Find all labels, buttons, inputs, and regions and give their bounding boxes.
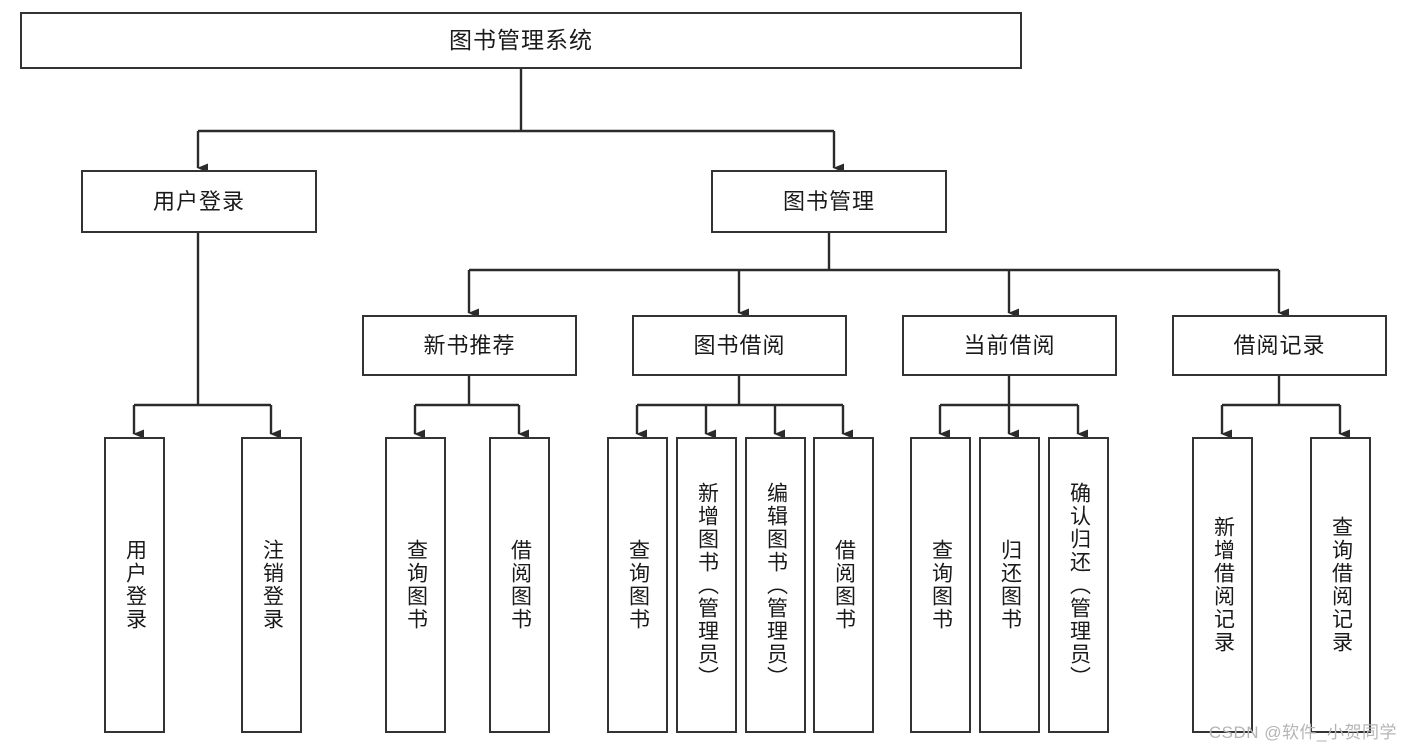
- node-current-borrow[interactable]: 当前借阅: [902, 315, 1117, 376]
- node-label: 用户登录: [152, 188, 245, 214]
- node-label: 编辑图书（管理员）: [764, 481, 788, 689]
- node-label: 借阅图书: [832, 539, 856, 631]
- node-leaf-query-record[interactable]: 查询借阅记录: [1310, 437, 1371, 733]
- node-leaf-query-book-3[interactable]: 查询图书: [910, 437, 971, 733]
- node-label: 注销登录: [260, 539, 284, 631]
- node-label: 新增借阅记录: [1211, 516, 1235, 654]
- node-book-manage[interactable]: 图书管理: [711, 170, 947, 233]
- node-label: 确认归还（管理员）: [1067, 481, 1091, 689]
- node-new-book-recommend[interactable]: 新书推荐: [362, 315, 577, 376]
- node-label: 图书管理系统: [449, 27, 593, 53]
- node-root-system[interactable]: 图书管理系统: [20, 12, 1022, 69]
- node-label: 查询借阅记录: [1329, 516, 1353, 654]
- node-label: 图书借阅: [693, 332, 786, 358]
- node-label: 用户登录: [123, 539, 147, 631]
- node-leaf-query-book-1[interactable]: 查询图书: [385, 437, 446, 733]
- node-leaf-user-login[interactable]: 用户登录: [104, 437, 165, 733]
- node-label: 当前借阅: [963, 332, 1056, 358]
- node-leaf-borrow-book-1[interactable]: 借阅图书: [489, 437, 550, 733]
- node-borrow-record[interactable]: 借阅记录: [1172, 315, 1387, 376]
- node-label: 新增图书（管理员）: [695, 481, 719, 689]
- node-label: 借阅记录: [1233, 332, 1326, 358]
- node-leaf-return-book[interactable]: 归还图书: [979, 437, 1040, 733]
- csdn-watermark: CSDN @软件_小贺同学: [1208, 723, 1397, 742]
- node-label: 新书推荐: [423, 332, 516, 358]
- node-label: 借阅图书: [508, 539, 532, 631]
- node-leaf-add-book[interactable]: 新增图书（管理员）: [676, 437, 737, 733]
- node-leaf-borrow-book-2[interactable]: 借阅图书: [813, 437, 874, 733]
- node-label: 归还图书: [998, 539, 1022, 631]
- node-label: 查询图书: [929, 539, 953, 631]
- node-book-borrow[interactable]: 图书借阅: [632, 315, 847, 376]
- node-leaf-query-book-2[interactable]: 查询图书: [607, 437, 668, 733]
- node-leaf-logout[interactable]: 注销登录: [241, 437, 302, 733]
- node-leaf-add-record[interactable]: 新增借阅记录: [1192, 437, 1253, 733]
- node-label: 图书管理: [782, 188, 875, 214]
- node-label: 查询图书: [404, 539, 428, 631]
- node-label: 查询图书: [626, 539, 650, 631]
- node-user-login[interactable]: 用户登录: [81, 170, 317, 233]
- node-leaf-confirm-return[interactable]: 确认归还（管理员）: [1048, 437, 1109, 733]
- node-leaf-edit-book[interactable]: 编辑图书（管理员）: [745, 437, 806, 733]
